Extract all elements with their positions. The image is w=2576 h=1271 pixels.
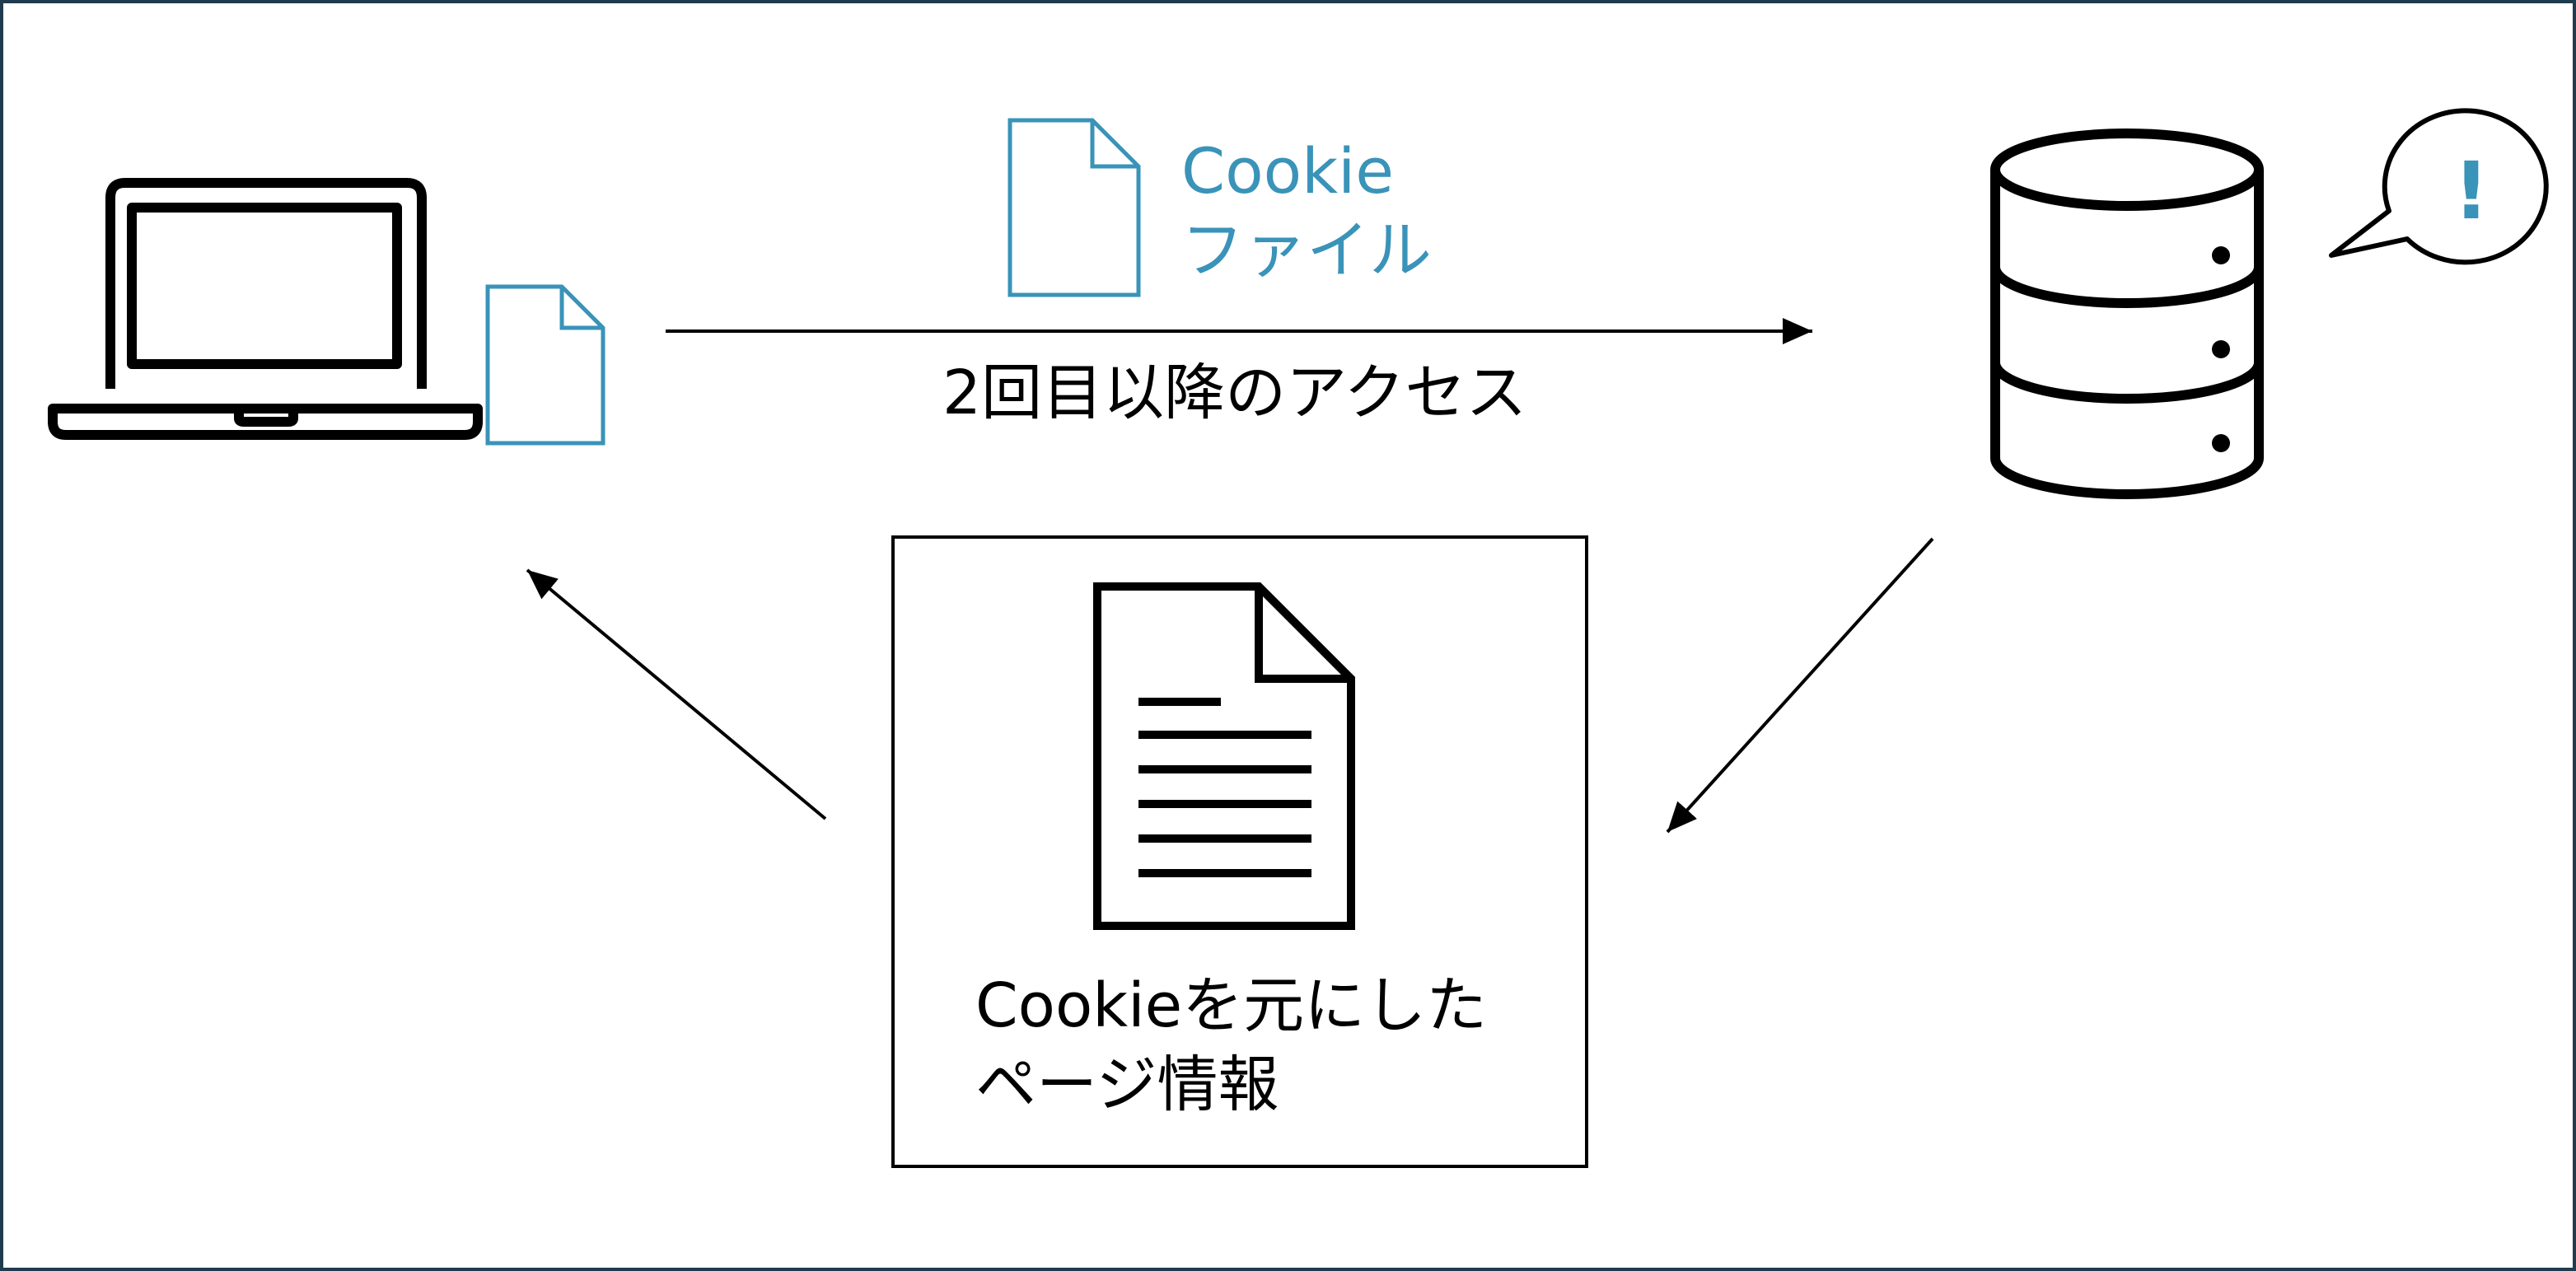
speech-bubble <box>2329 108 2549 265</box>
document-text-lines <box>1138 698 1311 877</box>
laptop-icon <box>48 178 483 440</box>
cookie-file-small-icon <box>485 284 605 446</box>
page-info-box <box>891 535 1588 1168</box>
access-label: 2回目以降のアクセス <box>942 357 1527 428</box>
cookie-file-icon <box>1007 118 1141 297</box>
page-info-label-line1: Cookieを元にした <box>975 970 1488 1041</box>
document-icon <box>1093 582 1355 930</box>
cookie-file-label-line2: ファイル <box>1181 213 1432 287</box>
page-info-label-line2: ページ情報 <box>975 1049 1279 1120</box>
return-arrow <box>526 568 827 820</box>
database-indicator-dots <box>2212 246 2230 452</box>
response-arrow <box>1666 537 1934 834</box>
cookie-file-label-line1: Cookie <box>1181 134 1394 208</box>
speech-bubble-text: ! <box>2453 145 2490 237</box>
database-icon <box>1990 129 2264 499</box>
